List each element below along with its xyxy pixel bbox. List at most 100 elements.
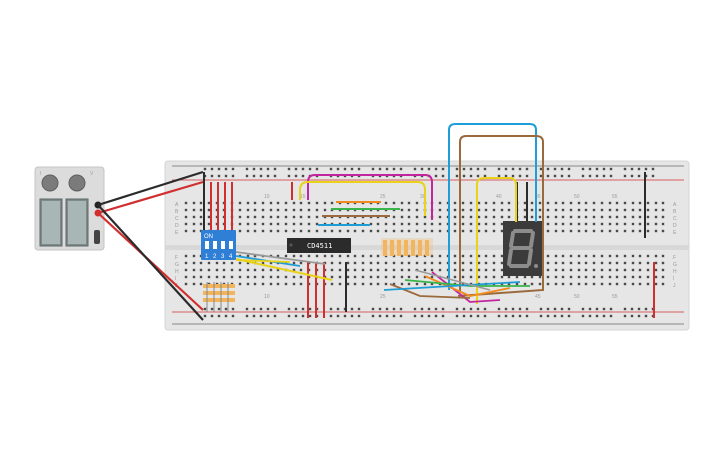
breadboard-hole[interactable] — [484, 201, 488, 205]
breadboard-hole[interactable] — [637, 314, 641, 318]
breadboard-hole[interactable] — [469, 229, 473, 233]
breadboard-hole[interactable] — [400, 268, 404, 272]
breadboard-hole[interactable] — [427, 167, 431, 171]
breadboard-hole[interactable] — [199, 201, 203, 205]
breadboard-hole[interactable] — [361, 282, 365, 286]
breadboard-hole[interactable] — [554, 261, 558, 265]
breadboard-hole[interactable] — [615, 222, 619, 226]
breadboard-hole[interactable] — [553, 167, 557, 171]
breadboard-hole[interactable] — [504, 307, 508, 311]
breadboard-hole[interactable] — [609, 314, 613, 318]
breadboard-hole[interactable] — [299, 282, 303, 286]
breadboard-hole[interactable] — [413, 314, 417, 318]
breadboard-hole[interactable] — [284, 201, 288, 205]
breadboard-hole[interactable] — [654, 215, 658, 219]
breadboard-hole[interactable] — [273, 314, 277, 318]
breadboard-hole[interactable] — [192, 254, 196, 258]
breadboard-hole[interactable] — [461, 268, 465, 272]
breadboard-hole[interactable] — [301, 307, 305, 311]
breadboard-hole[interactable] — [483, 307, 487, 311]
breadboard-hole[interactable] — [203, 167, 207, 171]
breadboard-hole[interactable] — [530, 208, 534, 212]
breadboard-hole[interactable] — [462, 314, 466, 318]
breadboard-hole[interactable] — [336, 314, 340, 318]
breadboard-hole[interactable] — [500, 268, 504, 272]
breadboard-hole[interactable] — [453, 215, 457, 219]
breadboard-hole[interactable] — [484, 268, 488, 272]
breadboard-hole[interactable] — [546, 307, 550, 311]
breadboard-hole[interactable] — [276, 201, 280, 205]
breadboard-hole[interactable] — [461, 208, 465, 212]
breadboard-hole[interactable] — [407, 275, 411, 279]
breadboard-hole[interactable] — [192, 215, 196, 219]
breadboard-hole[interactable] — [492, 215, 496, 219]
breadboard-hole[interactable] — [420, 167, 424, 171]
breadboard-hole[interactable] — [546, 275, 550, 279]
wire-blue[interactable] — [383, 281, 521, 291]
breadboard-hole[interactable] — [615, 282, 619, 286]
breadboard-hole[interactable] — [477, 215, 481, 219]
breadboard-hole[interactable] — [276, 222, 280, 226]
breadboard-hole[interactable] — [330, 282, 334, 286]
breadboard-hole[interactable] — [299, 215, 303, 219]
breadboard-hole[interactable] — [329, 314, 333, 318]
breadboard-hole[interactable] — [284, 215, 288, 219]
breadboard-hole[interactable] — [376, 282, 380, 286]
breadboard-hole[interactable] — [661, 282, 665, 286]
breadboard-hole[interactable] — [261, 282, 265, 286]
seven-segment-display[interactable] — [503, 221, 543, 276]
breadboard-hole[interactable] — [357, 307, 361, 311]
breadboard-hole[interactable] — [369, 282, 373, 286]
breadboard-hole[interactable] — [500, 208, 504, 212]
dip-toggle-1[interactable] — [205, 241, 209, 249]
breadboard-hole[interactable] — [430, 282, 434, 286]
breadboard-hole[interactable] — [438, 208, 442, 212]
breadboard-hole[interactable] — [644, 314, 648, 318]
breadboard-hole[interactable] — [492, 275, 496, 279]
breadboard-hole[interactable] — [350, 307, 354, 311]
breadboard-hole[interactable] — [500, 261, 504, 265]
breadboard-hole[interactable] — [523, 275, 527, 279]
breadboard-hole[interactable] — [192, 229, 196, 233]
breadboard-hole[interactable] — [315, 208, 319, 212]
breadboard-hole[interactable] — [315, 222, 319, 226]
breadboard-hole[interactable] — [602, 307, 606, 311]
breadboard-hole[interactable] — [631, 208, 635, 212]
breadboard-hole[interactable] — [385, 167, 389, 171]
breadboard-hole[interactable] — [630, 314, 634, 318]
breadboard-hole[interactable] — [646, 215, 650, 219]
resistor[interactable] — [425, 240, 429, 256]
wire-green[interactable] — [404, 279, 530, 287]
breadboard-hole[interactable] — [415, 261, 419, 265]
breadboard-hole[interactable] — [483, 314, 487, 318]
breadboard-hole[interactable] — [299, 208, 303, 212]
breadboard-hole[interactable] — [415, 254, 419, 258]
breadboard-hole[interactable] — [392, 261, 396, 265]
breadboard-hole[interactable] — [299, 222, 303, 226]
breadboard-hole[interactable] — [276, 275, 280, 279]
breadboard-hole[interactable] — [525, 314, 529, 318]
breadboard-hole[interactable] — [546, 215, 550, 219]
breadboard-hole[interactable] — [224, 307, 228, 311]
breadboard-hole[interactable] — [430, 275, 434, 279]
breadboard-hole[interactable] — [253, 254, 257, 258]
breadboard-hole[interactable] — [353, 268, 357, 272]
breadboard-hole[interactable] — [567, 167, 571, 171]
breadboard-hole[interactable] — [600, 208, 604, 212]
breadboard-hole[interactable] — [569, 208, 573, 212]
breadboard-hole[interactable] — [511, 167, 515, 171]
breadboard-hole[interactable] — [231, 314, 235, 318]
wire-yellow[interactable] — [235, 258, 333, 281]
breadboard-hole[interactable] — [246, 222, 250, 226]
breadboard-hole[interactable] — [631, 275, 635, 279]
breadboard-hole[interactable] — [554, 222, 558, 226]
breadboard-hole[interactable] — [608, 254, 612, 258]
breadboard-hole[interactable] — [469, 222, 473, 226]
breadboard-hole[interactable] — [407, 268, 411, 272]
breadboard-hole[interactable] — [420, 307, 424, 311]
breadboard-hole[interactable] — [608, 268, 612, 272]
breadboard-hole[interactable] — [199, 208, 203, 212]
breadboard-hole[interactable] — [644, 167, 648, 171]
breadboard-hole[interactable] — [507, 282, 511, 286]
breadboard-hole[interactable] — [415, 275, 419, 279]
